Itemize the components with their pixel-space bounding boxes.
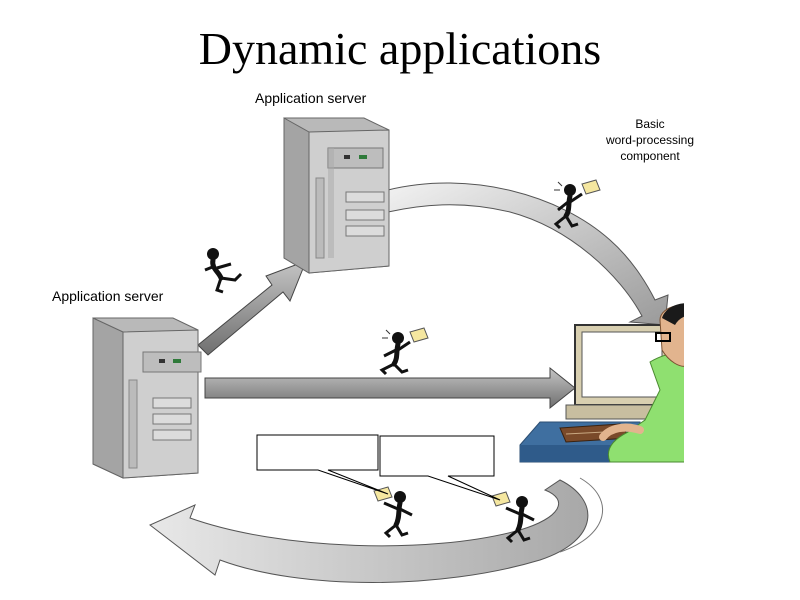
curved-arrow-top [387, 182, 669, 326]
messenger-figure-icon [553, 179, 601, 230]
label-component: Basic word-processing component [590, 116, 710, 164]
messenger-figure-icon [373, 486, 413, 539]
callout-box [379, 435, 501, 501]
label-application-server-left: Application server [52, 288, 164, 304]
arrow-left-server-to-user [204, 366, 576, 410]
messenger-figure-icon [379, 327, 429, 376]
label-application-server-top: Application server [255, 90, 367, 106]
messenger-figure-icon [204, 248, 243, 294]
slide-title: Dynamic applications [198, 23, 602, 74]
label-component-line1: Basic [635, 117, 665, 131]
user-at-computer-icon [519, 300, 714, 470]
callout-box [256, 434, 389, 495]
label-component-line3: component [620, 149, 680, 163]
messenger-figure-icon [491, 491, 535, 544]
arrow-left-to-top-server [197, 260, 307, 356]
server-icon [283, 117, 390, 274]
label-component-line2: word-processing [605, 133, 695, 147]
server-icon [92, 317, 202, 479]
